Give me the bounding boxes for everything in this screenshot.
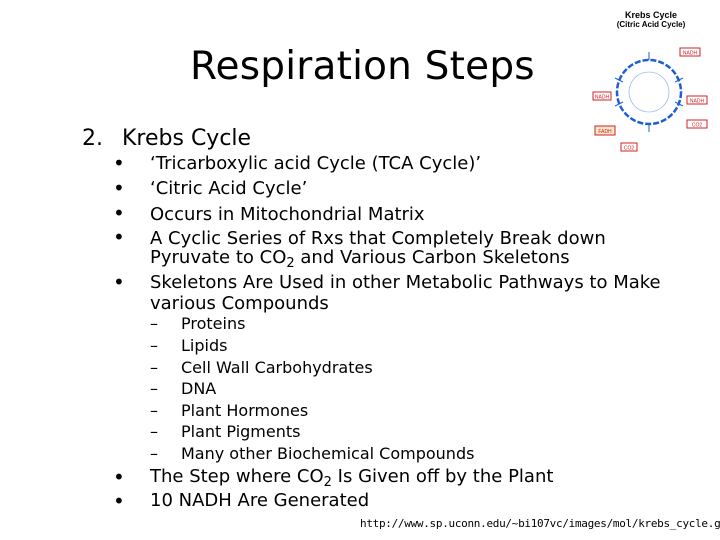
cycle-arrows bbox=[614, 52, 684, 132]
bullet-text-cyclic-line1: A Cyclic Series of Rxs that Completely B… bbox=[150, 228, 606, 249]
bullet-marker: • bbox=[113, 225, 125, 249]
slide-title: Respiration Steps bbox=[190, 44, 535, 89]
bullet-text-cyclic-line2: Pyruvate to CO2 and Various Carbon Skele… bbox=[150, 247, 606, 274]
sub-item-lipids: Lipids bbox=[181, 336, 228, 355]
bullet-text-skeletons-line1: Skeletons Are Used in other Metabolic Pa… bbox=[150, 272, 661, 293]
cyclic-line2-pre: Pyruvate to CO bbox=[150, 247, 287, 268]
bullet-text-citric: ‘Citric Acid Cycle’ bbox=[150, 178, 308, 199]
bullet-text-skeletons: Skeletons Are Used in other Metabolic Pa… bbox=[150, 272, 661, 314]
bullet-marker: • bbox=[113, 465, 125, 489]
diagram-label-fadh: FADH bbox=[598, 129, 612, 135]
bullet-text-co2-step: The Step where CO2 Is Given off by the P… bbox=[150, 466, 553, 493]
section-heading: 2. Krebs Cycle bbox=[82, 126, 251, 151]
diagram-title-line1: Krebs Cycle bbox=[625, 10, 677, 20]
co2-subscript: 2 bbox=[323, 475, 332, 490]
source-url[interactable]: http://www.sp.uconn.edu/~bi107vc/images/… bbox=[360, 517, 720, 530]
bullet-text-cyclic: A Cyclic Series of Rxs that Completely B… bbox=[150, 228, 606, 274]
sub-dash: – bbox=[150, 358, 158, 377]
diagram-label-co2-1: CO2 bbox=[692, 123, 703, 129]
bullet-marker: • bbox=[113, 201, 125, 225]
sub-dash: – bbox=[150, 336, 158, 355]
bullet-text-nadh: 10 NADH Are Generated bbox=[150, 490, 370, 511]
cyclic-line2-post: and Various Carbon Skeletons bbox=[294, 247, 570, 268]
bullet-text-matrix: Occurs in Mitochondrial Matrix bbox=[150, 204, 425, 225]
cycle-inner bbox=[628, 71, 670, 113]
sub-dash: – bbox=[150, 314, 158, 333]
sub-item-hormones: Plant Hormones bbox=[181, 401, 309, 420]
diagram-label-nadh-1: NADH bbox=[683, 51, 698, 57]
bullet-marker: • bbox=[113, 270, 125, 294]
sub-dash: – bbox=[150, 401, 158, 420]
sub-item-proteins: Proteins bbox=[181, 314, 246, 333]
co2-step-pre: The Step where CO bbox=[150, 466, 324, 487]
sub-dash: – bbox=[150, 422, 158, 441]
sub-item-cell-wall: Cell Wall Carbohydrates bbox=[181, 358, 373, 377]
diagram-label-co2-2: CO2 bbox=[624, 146, 635, 152]
sub-dash: – bbox=[150, 379, 158, 398]
sub-item-pigments: Plant Pigments bbox=[181, 422, 301, 441]
bullet-marker: • bbox=[113, 489, 125, 513]
section-title: Krebs Cycle bbox=[122, 126, 252, 151]
bullet-marker: • bbox=[113, 176, 125, 200]
cycle-ring bbox=[615, 58, 683, 126]
sub-item-other: Many other Biochemical Compounds bbox=[181, 444, 475, 463]
sub-dash: – bbox=[150, 444, 158, 463]
krebs-cycle-diagram: Krebs Cycle (Citric Acid Cycle) NADH NAD… bbox=[592, 10, 708, 152]
co2-step-post: Is Given off by the Plant bbox=[331, 466, 554, 487]
diagram-label-nadh-3: NADH bbox=[690, 99, 705, 105]
co2-subscript: 2 bbox=[286, 256, 295, 271]
diagram-title-line2: (Citric Acid Cycle) bbox=[617, 20, 686, 29]
bullet-text-tca: ‘Tricarboxylic acid Cycle (TCA Cycle)’ bbox=[150, 153, 482, 174]
diagram-label-nadh-2: NADH bbox=[595, 95, 610, 101]
section-number: 2. bbox=[82, 126, 103, 151]
sub-item-dna: DNA bbox=[181, 379, 217, 398]
red-boxes bbox=[592, 47, 708, 152]
bullet-marker: • bbox=[113, 151, 125, 175]
bullet-text-skeletons-line2: various Compounds bbox=[150, 293, 329, 314]
